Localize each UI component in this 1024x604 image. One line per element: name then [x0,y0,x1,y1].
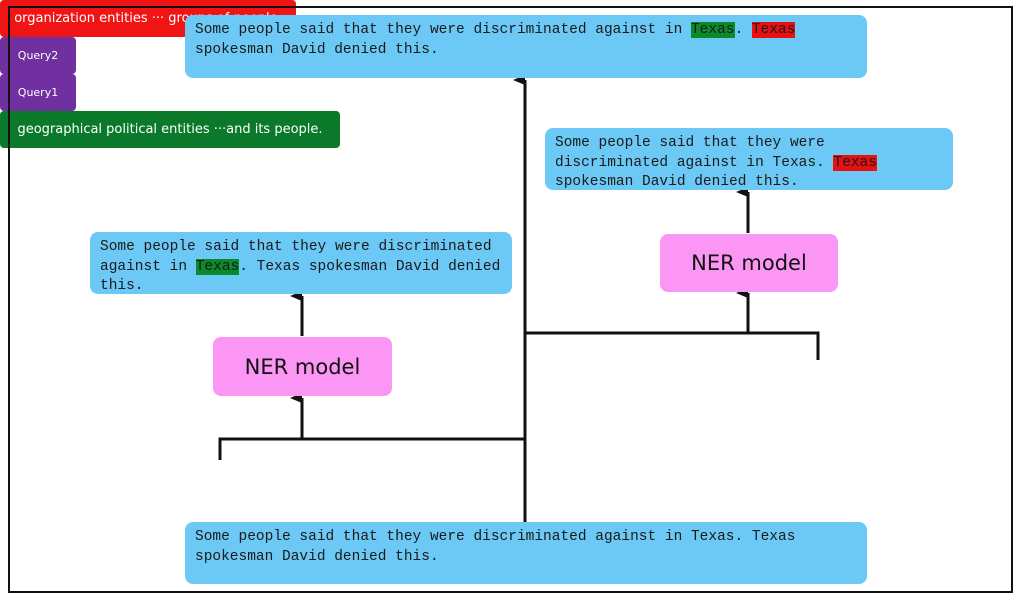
bottom-sentence-text: Some people said that they were discrimi… [195,529,796,565]
query1-text-box: geographical political entities ···and i… [0,111,340,148]
top-sentence-pre: Some people said that they were discrimi… [195,22,691,38]
right-branch-line [525,331,820,360]
left-branch-line [218,437,525,460]
top-org-entity: Texas [751,22,796,38]
left-result-pre: Some people said that they were discrimi… [100,239,492,275]
right-result-pre: Some people said that they were discrimi… [555,135,834,171]
left-ner-model-label: NER model [244,354,361,379]
query2-tag-label: Query2 [17,49,59,62]
top-sentence-mid: . [734,22,752,38]
right-org-entity: Texas [833,154,877,171]
diagram-frame [8,6,1013,593]
top-sentence-post: spokesman David denied this. [195,41,439,58]
left-ner-model: NER model [213,337,392,396]
left-result-post: . Texas spokesman David denied this. [100,258,501,295]
right-ner-model: NER model [660,234,838,292]
query1-tag: Query1 [0,74,76,111]
right-result-post: spokesman David denied this. [555,174,799,190]
left-result-box: Some people said that they were discrimi… [90,232,512,294]
left-geo-entity: Texas [195,258,240,275]
top-geo-entity: Texas [690,22,735,38]
right-result-box: Some people said that they were discrimi… [545,128,953,190]
query1-text: geographical political entities ···and i… [17,122,323,137]
query1-tag-label: Query1 [17,86,59,99]
bottom-sentence-box: Some people said that they were discrimi… [185,522,867,584]
query2-tag: Query2 [0,37,76,74]
top-sentence-box: Some people said that they were discrimi… [185,15,867,78]
right-ner-model-label: NER model [691,251,807,275]
